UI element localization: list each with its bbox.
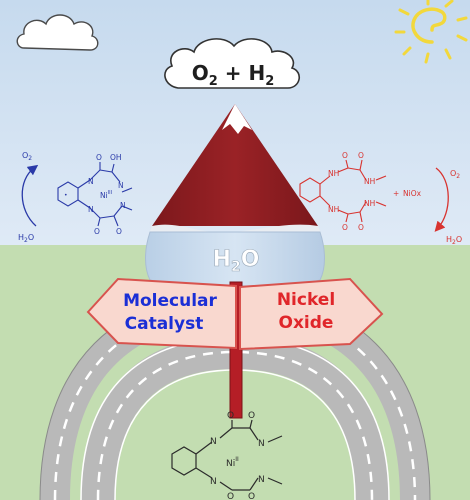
- right-cycle: O2 H2O: [434, 167, 462, 246]
- right-mol-o1: O: [342, 151, 348, 160]
- bottom-mol-n4: N: [258, 475, 265, 485]
- sign-molecular-catalyst: Molecular Catalyst: [86, 277, 237, 350]
- cloud-sub-2b: 2: [265, 74, 274, 89]
- right-mol-o4: O: [358, 223, 364, 232]
- right-mol-plus: +: [393, 189, 399, 198]
- bottom-molecule-labels: O O O O N N N N NiII: [210, 411, 265, 500]
- mountain-h: H: [213, 247, 231, 272]
- right-cycle-h2o: H2O: [446, 235, 462, 246]
- right-mol-nh2: NH: [328, 205, 339, 214]
- bottom-mol-n2: N: [210, 477, 217, 487]
- right-mol-o2: O: [358, 151, 364, 160]
- cloud-o: O: [192, 61, 209, 85]
- left-cycle: O2 H2O: [18, 151, 39, 244]
- right-mol-nh1: NH: [328, 169, 339, 178]
- left-mol-o2: O: [94, 227, 100, 236]
- sign-right-line1: Nickel: [277, 290, 335, 310]
- sun-icon: [394, 0, 468, 64]
- bottom-mol-o1: O: [227, 411, 234, 421]
- bottom-molecule: [171, 419, 283, 491]
- left-mol-o3: O: [116, 227, 122, 236]
- bottom-mol-n1: N: [210, 437, 217, 447]
- cloud-label: O2 + H2: [192, 61, 275, 89]
- right-mol-nh4: NH: [364, 199, 375, 208]
- right-mol-o3: O: [342, 223, 348, 232]
- mountain-o: O: [241, 247, 260, 272]
- bottom-mol-o4: O: [248, 492, 255, 500]
- left-mol-n3: N: [118, 181, 124, 190]
- cloud-sub-2a: 2: [209, 74, 218, 89]
- bottom-mol-n3: N: [258, 439, 265, 449]
- left-molecule: [57, 162, 133, 227]
- cloud-left: [16, 14, 99, 51]
- right-mol-nh3: NH: [364, 177, 375, 186]
- right-molecule: [299, 159, 387, 223]
- mountain-label: H2O: [213, 247, 260, 275]
- left-mol-oh: OH: [110, 153, 122, 162]
- right-cycle-o2: O2: [450, 169, 460, 180]
- cloud-main: [164, 38, 300, 89]
- left-cycle-h2o: H2O: [18, 233, 34, 244]
- left-mol-dot: •: [64, 192, 68, 199]
- left-molecule-labels: OH O O O N N N N NiIII •: [64, 153, 126, 236]
- bottom-mol-ni: NiII: [226, 456, 239, 469]
- left-mol-n4: N: [120, 201, 126, 210]
- left-mol-n2: N: [88, 205, 94, 214]
- right-molecule-labels: NH NH NH NH O O O O + NiOx: [328, 151, 422, 232]
- left-mol-n1: N: [88, 177, 94, 186]
- sign-left-line1: Molecular: [123, 291, 217, 311]
- sign-left-line2: Catalyst: [125, 314, 204, 334]
- left-mol-ni: NiIII: [100, 190, 112, 200]
- sign-nickel-oxide: Nickel Oxide: [239, 277, 384, 351]
- mountain-sub: 2: [231, 259, 241, 275]
- right-mol-niox: NiOx: [403, 189, 422, 198]
- left-cycle-o2: O2: [22, 151, 32, 162]
- sign-right-line2: Oxide: [279, 313, 334, 333]
- cloud-plus-h: + H: [218, 61, 265, 85]
- left-mol-o1: O: [96, 153, 102, 162]
- bottom-mol-o3: O: [227, 492, 234, 500]
- bottom-mol-o2: O: [248, 411, 255, 421]
